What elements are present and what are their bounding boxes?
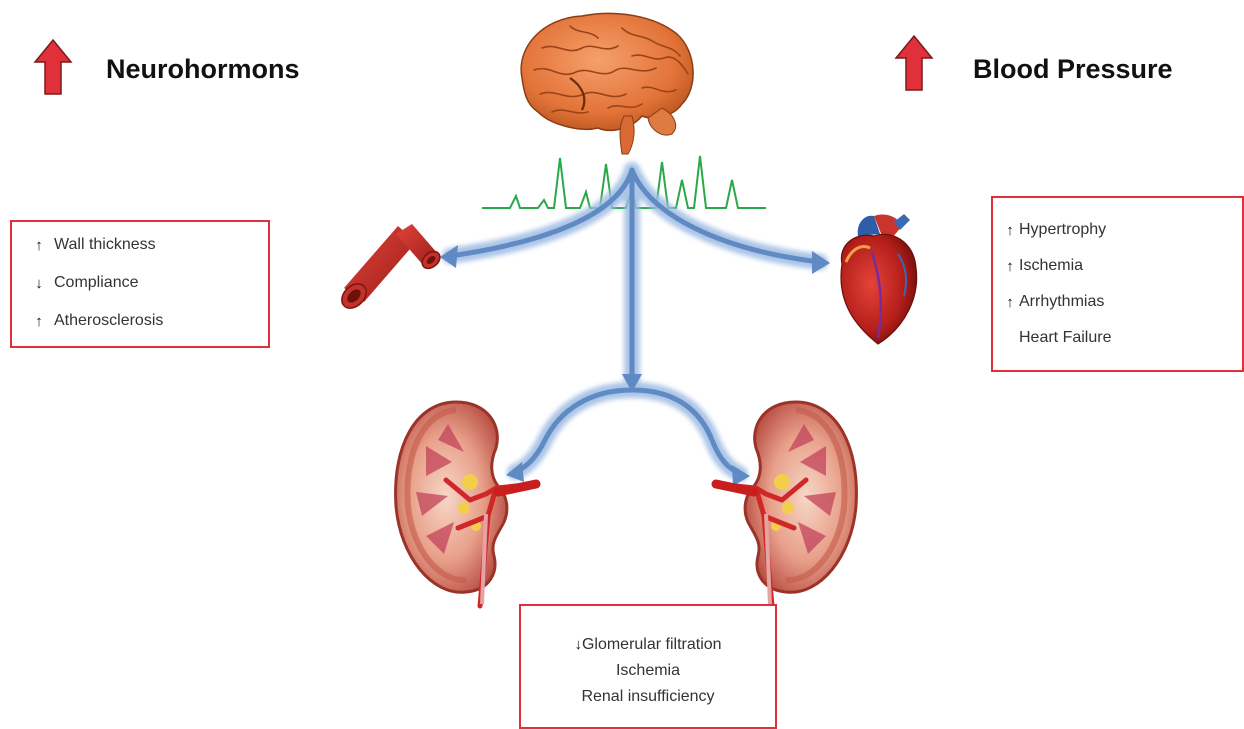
kidney-icon bbox=[706, 396, 866, 606]
arrow-indicator: ↑ bbox=[1005, 294, 1015, 311]
heart-icon bbox=[828, 208, 924, 348]
heart-effect-item: ↑ Arrhythmias bbox=[1005, 284, 1242, 320]
arrow-indicator: ↓ bbox=[34, 275, 44, 292]
kidney-effects-box: ↓Glomerular filtration Ischemia Renal in… bbox=[519, 604, 777, 729]
heart-effects-box: ↑ Hypertrophy ↑ Ischemia ↑ Arrhythmias H… bbox=[991, 196, 1244, 372]
heart-effect-item: ↑ Ischemia bbox=[1005, 248, 1242, 284]
arrow-indicator: ↑ bbox=[34, 313, 44, 330]
heart-effect-label: Heart Failure bbox=[1019, 329, 1111, 347]
heart-effect-label: Hypertrophy bbox=[1019, 221, 1106, 239]
arrow-indicator: ↓ bbox=[574, 636, 582, 653]
glomerular-filtration-label: Glomerular filtration bbox=[582, 636, 722, 653]
kidney-effect-line: Renal insufficiency bbox=[521, 684, 775, 710]
vessel-effect-label: Wall thickness bbox=[54, 236, 156, 254]
vessel-effect-item: ↑ Wall thickness bbox=[34, 226, 268, 264]
heart-effect-item: Heart Failure bbox=[1005, 320, 1242, 356]
kidney-effect-line: ↓Glomerular filtration bbox=[521, 632, 775, 658]
vessel-effect-item: ↑ Atherosclerosis bbox=[34, 302, 268, 340]
heart-effect-item: ↑ Hypertrophy bbox=[1005, 212, 1242, 248]
heart-effect-label: Arrhythmias bbox=[1019, 293, 1104, 311]
kidney-icon bbox=[386, 396, 546, 606]
vessel-effect-label: Compliance bbox=[54, 274, 138, 292]
heart-effect-label: Ischemia bbox=[1019, 257, 1083, 275]
vessel-effects-box: ↑ Wall thickness ↓ Compliance ↑ Atherosc… bbox=[10, 220, 270, 348]
vessel-effect-item: ↓ Compliance bbox=[34, 264, 268, 302]
blood-vessel-icon bbox=[338, 216, 442, 308]
arrow-indicator: ↑ bbox=[1005, 258, 1015, 275]
kidney-effect-line: Ischemia bbox=[521, 658, 775, 684]
vessel-effect-label: Atherosclerosis bbox=[54, 312, 163, 330]
arrow-indicator: ↑ bbox=[34, 237, 44, 254]
arrow-indicator: ↑ bbox=[1005, 222, 1015, 239]
